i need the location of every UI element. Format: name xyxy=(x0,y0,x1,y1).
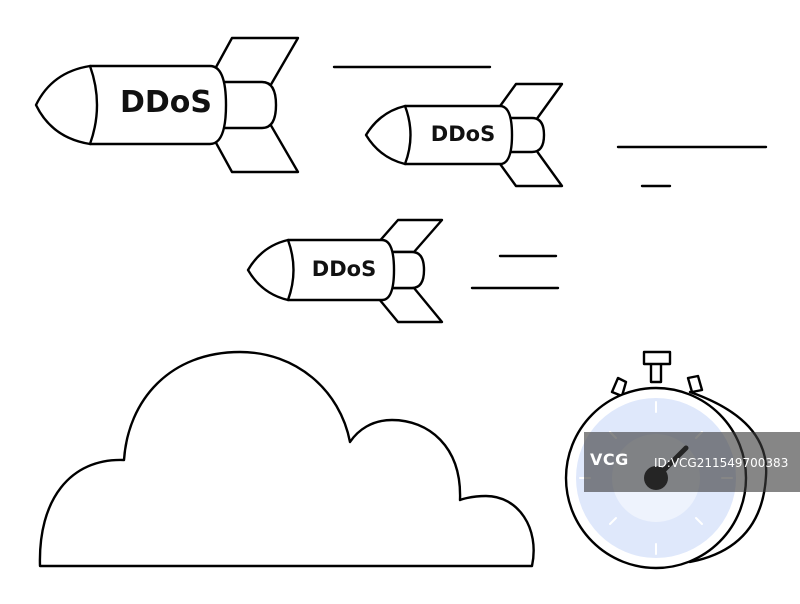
rocket-nozzle xyxy=(220,80,278,130)
speed-lines xyxy=(332,65,768,290)
rocket-body xyxy=(246,238,396,302)
rocket-medium: DDoS xyxy=(364,82,564,188)
rocket-nose-seam xyxy=(286,238,295,302)
rocket-body xyxy=(364,104,514,166)
watermark-banner: VCG ID:VCG211549700383 xyxy=(584,432,800,492)
watermark-id: ID:VCG211549700383 xyxy=(654,456,789,470)
rocket-label: DDoS xyxy=(312,257,376,281)
rocket-small: DDoS xyxy=(246,218,444,324)
rocket-nose-seam xyxy=(88,64,99,146)
rocket-large: DDoS xyxy=(34,36,300,174)
watermark-logo: VCG xyxy=(590,450,629,469)
cloud-icon xyxy=(38,350,535,568)
rocket-label: DDoS xyxy=(431,122,495,146)
rocket-label: DDoS xyxy=(120,85,212,120)
rocket-nose-seam xyxy=(403,104,412,166)
